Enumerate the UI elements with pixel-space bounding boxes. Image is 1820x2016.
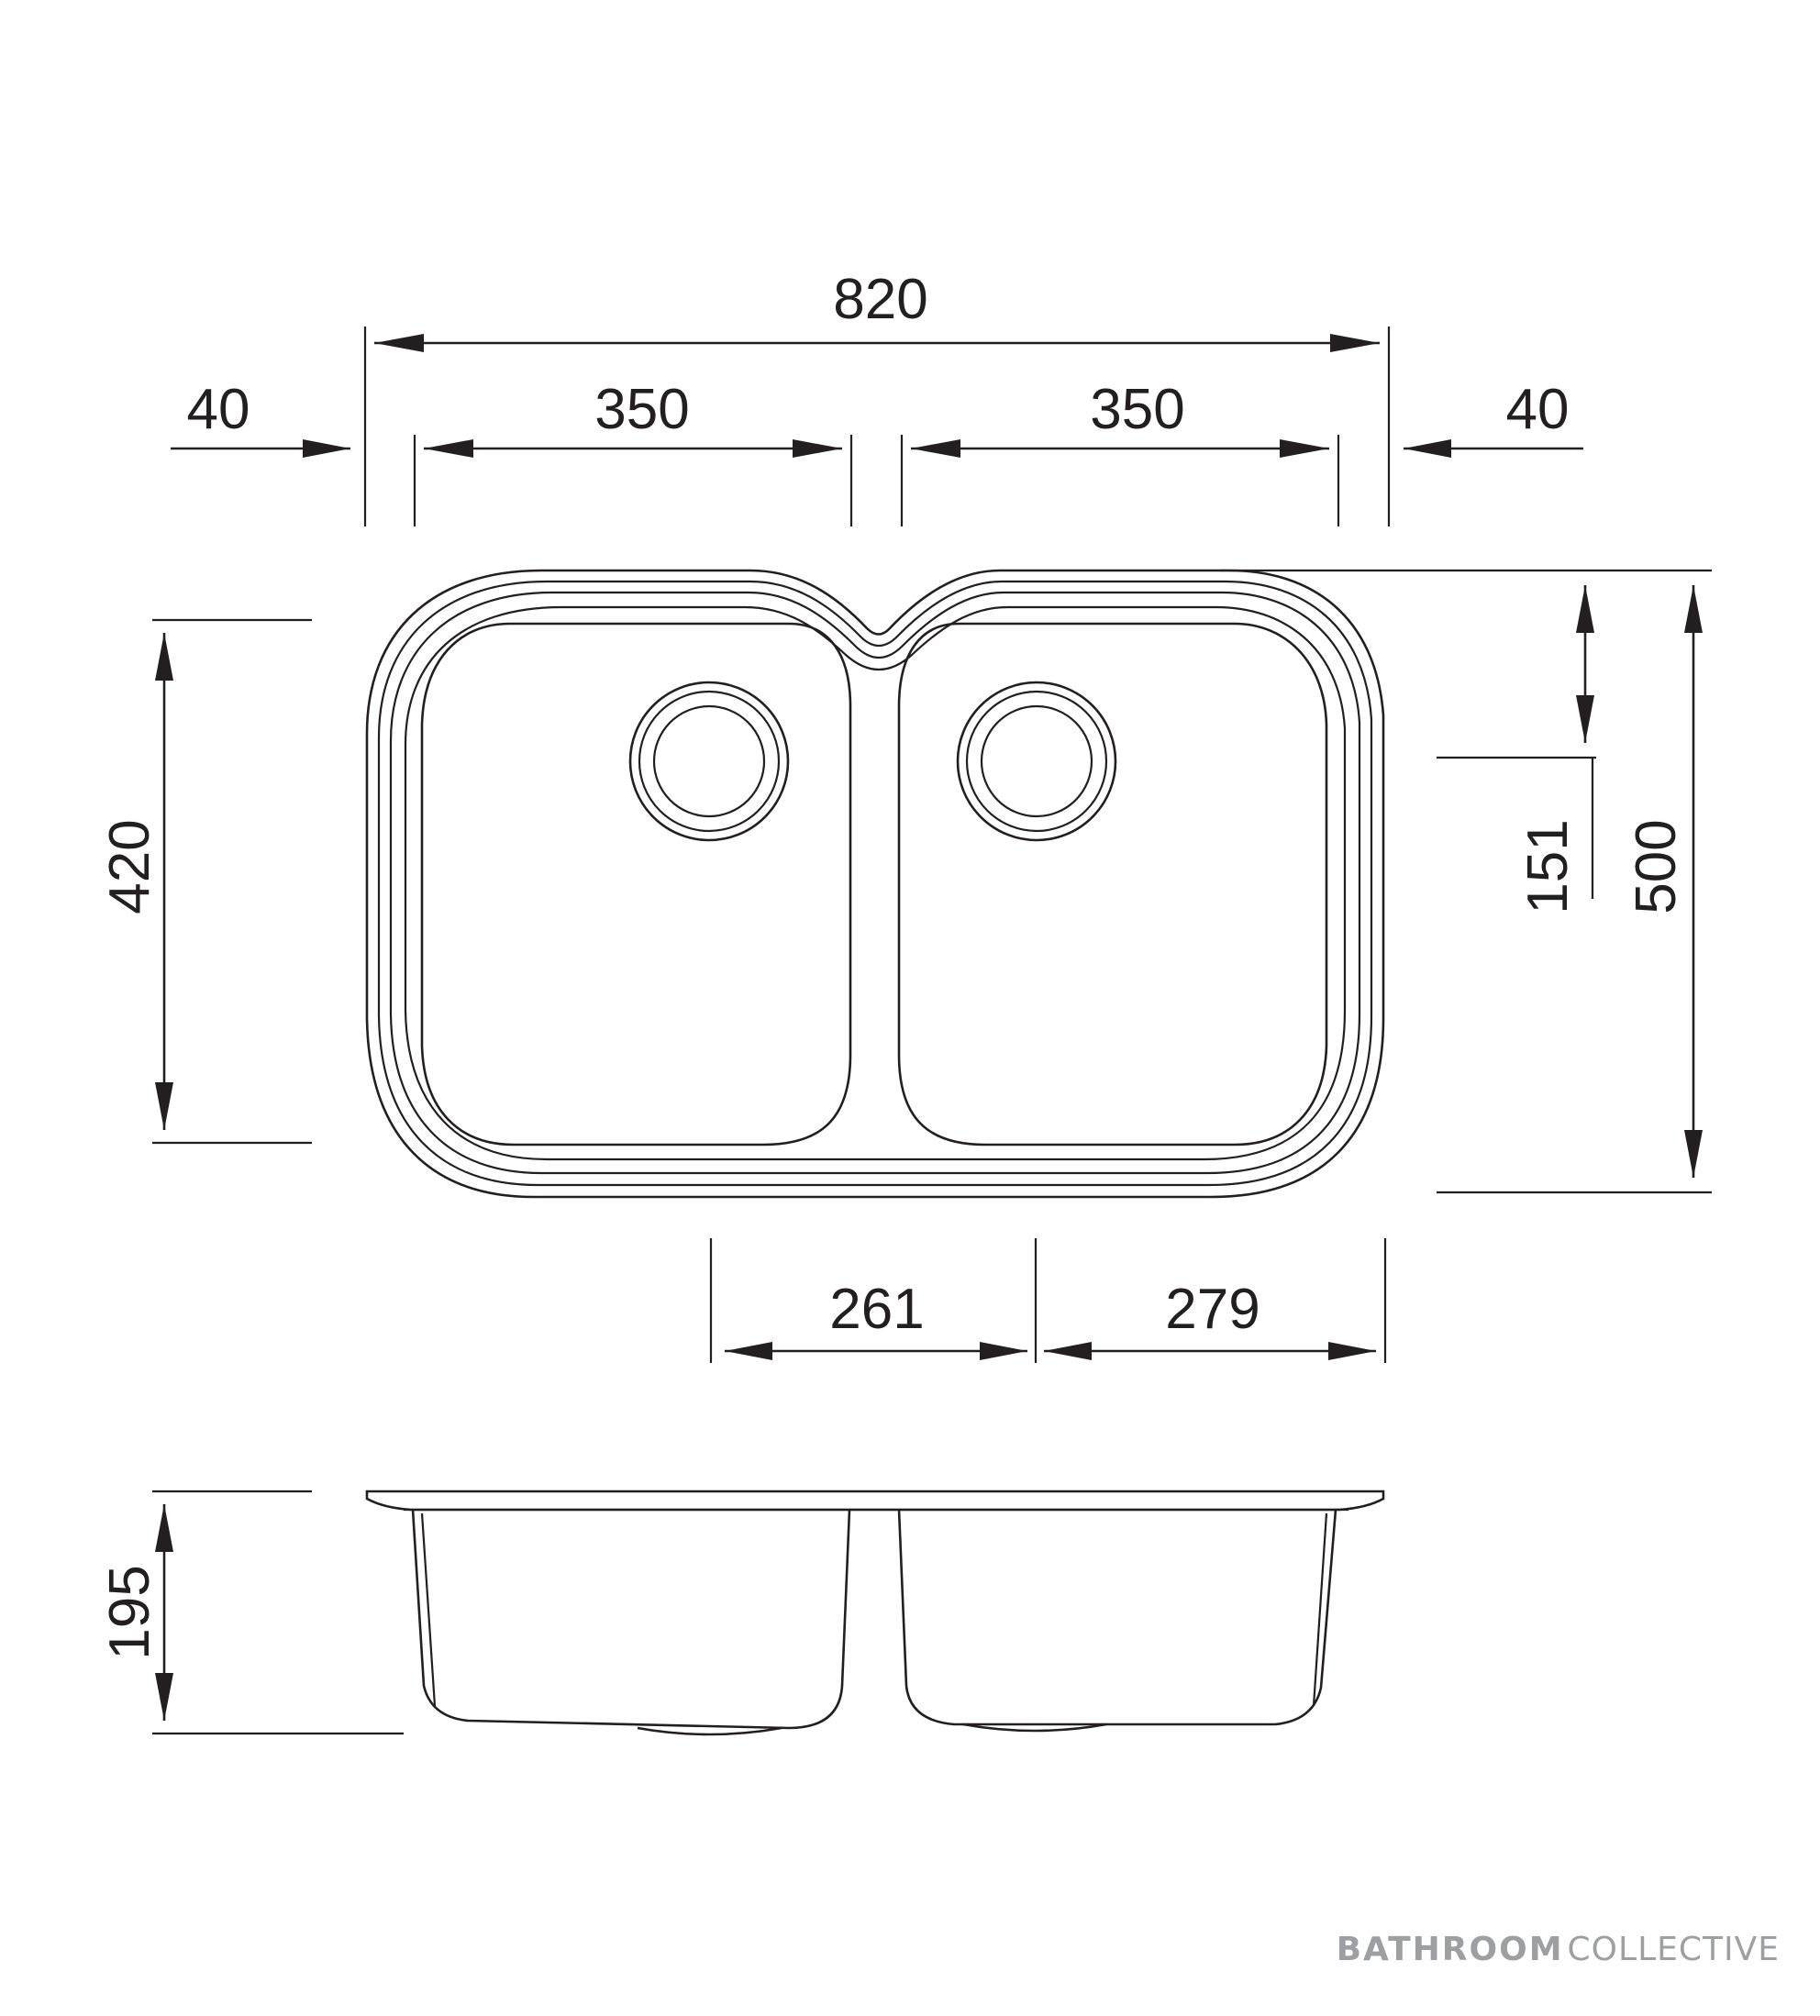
label-left-waste-distance: 261: [829, 1278, 924, 1341]
side-right-bowl: [897, 1509, 1337, 1726]
label-overall-width: 820: [833, 268, 927, 331]
right-bowl-outline: [897, 622, 1328, 1146]
side-flange: [365, 1490, 1385, 1512]
label-overall-depth: 500: [1625, 819, 1688, 914]
label-waste-offset: 151: [1516, 819, 1580, 914]
flange-inner-edge-2: [389, 591, 1361, 1175]
side-left-bowl: [411, 1509, 851, 1730]
rim-inner-edge: [404, 605, 1347, 1161]
label-right-waste-distance: 279: [1165, 1278, 1260, 1341]
right-vertical-dimensions: 151 500: [1220, 569, 1712, 1194]
top-dimensions: 820 40 350 350 40: [171, 268, 1583, 526]
left-waste-hole: [628, 681, 790, 842]
label-right-margin: 40: [1506, 378, 1570, 441]
flange-outer-edge: [365, 569, 1385, 1199]
brand-regular-text: COLLECTIVE: [1568, 1931, 1780, 1968]
sink-top-view: [365, 569, 1385, 1199]
bottom-horizontal-dimensions: 261 279: [709, 1238, 1387, 1363]
label-left-bowl-width: 350: [594, 378, 689, 441]
left-bowl-outline: [420, 622, 852, 1146]
side-right-waste: [962, 1722, 1107, 1733]
right-waste-hole: [956, 681, 1117, 842]
left-vertical-dimension: 420: [98, 618, 312, 1145]
label-right-bowl-width: 350: [1090, 378, 1184, 441]
label-left-margin: 40: [187, 378, 250, 441]
label-bowl-height: 195: [98, 1565, 161, 1659]
side-left-waste: [637, 1726, 782, 1736]
flange-inner-edge-1: [377, 580, 1373, 1187]
sink-side-view: 195: [98, 1490, 1385, 1736]
brand-bold-text: BATHROOM: [1337, 1931, 1564, 1968]
label-bowl-depth: 420: [98, 819, 161, 914]
